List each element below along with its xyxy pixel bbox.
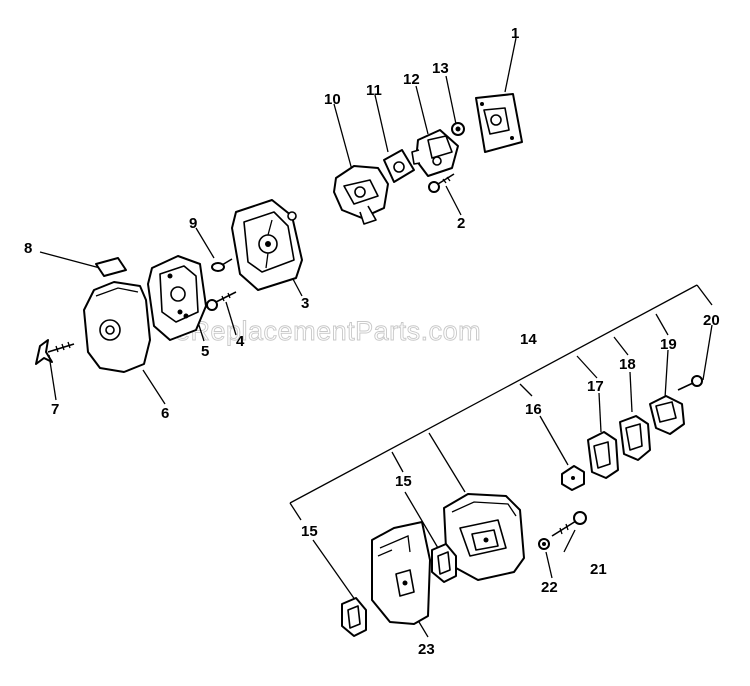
- leader-lines-upper: [39, 37, 517, 405]
- callout-2: 2: [457, 215, 465, 232]
- part-12-pump-block: [411, 129, 459, 177]
- callout-15b: 15: [301, 523, 318, 540]
- part-6-filter-cover: [83, 281, 151, 373]
- callout-17: 17: [587, 378, 604, 395]
- part-20-bolt: [677, 375, 703, 391]
- callout-5: 5: [201, 343, 209, 360]
- part-10-carburetor: [333, 165, 389, 225]
- callout-14: 14: [520, 331, 537, 348]
- leader-lines-lower: [289, 284, 713, 638]
- callout-19: 19: [660, 336, 677, 353]
- callout-12: 12: [403, 71, 420, 88]
- part-3-filter-base: [231, 199, 303, 291]
- part-17-gasket: [587, 431, 619, 479]
- callout-9: 9: [189, 215, 197, 232]
- part-18-gasket: [619, 415, 651, 461]
- callout-22: 22: [541, 579, 558, 596]
- callout-15a: 15: [395, 473, 412, 490]
- part-8-filter-pad: [95, 257, 127, 277]
- part-21-bolt: [551, 511, 587, 537]
- part-16-plate: [561, 465, 585, 491]
- callout-1: 1: [511, 25, 519, 42]
- part-2-screw: [428, 173, 455, 193]
- callout-labels: 1 2 3 4 5 6 7 8 9 10 11 12 13 14 15 15 1…: [24, 25, 720, 658]
- part-15-gasket-lower: [341, 597, 367, 637]
- callout-21: 21: [590, 561, 607, 578]
- callout-7: 7: [51, 401, 59, 418]
- part-23-heat-shield: [371, 521, 431, 625]
- part-4-screw: [206, 291, 237, 311]
- part-9-bolt: [211, 258, 233, 272]
- part-13-nut: [451, 122, 465, 136]
- part-22-nut: [538, 538, 550, 550]
- part-19-gasket: [649, 395, 685, 435]
- callout-10: 10: [324, 91, 341, 108]
- muffler-body: [443, 493, 525, 581]
- callout-18: 18: [619, 356, 636, 373]
- callout-13: 13: [432, 60, 449, 77]
- callout-6: 6: [161, 405, 169, 422]
- part-7-wing-bolt: [35, 339, 75, 365]
- callout-20: 20: [703, 312, 720, 329]
- callout-11: 11: [366, 82, 382, 99]
- callout-23: 23: [418, 641, 435, 658]
- part-11-gasket: [383, 149, 415, 183]
- part-15-gasket-upper: [431, 543, 457, 583]
- callout-4: 4: [236, 333, 245, 350]
- part-1-gasket-plate: [475, 93, 523, 153]
- watermark: eReplacementParts.com: [175, 316, 481, 346]
- callout-3: 3: [301, 295, 309, 312]
- part-5-filter-element: [147, 255, 207, 341]
- callout-16: 16: [525, 401, 542, 418]
- callout-8: 8: [24, 240, 32, 257]
